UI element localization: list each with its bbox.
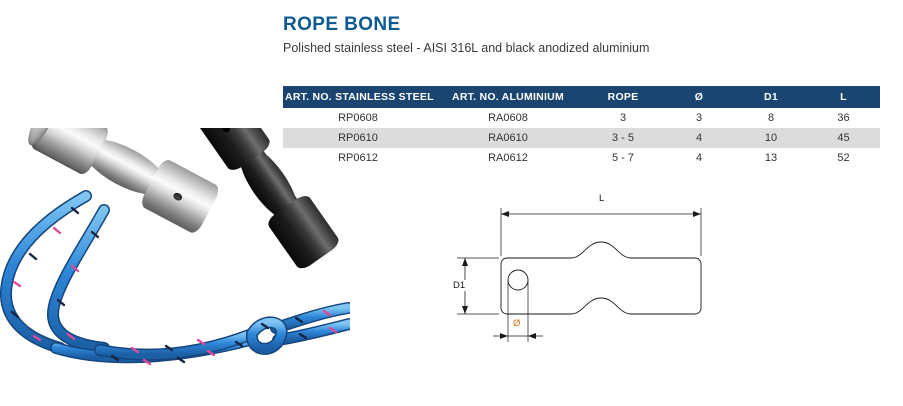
- cell-d1: 10: [735, 128, 807, 148]
- d1-arrow-bottom: [462, 306, 468, 314]
- cell-diameter: 4: [663, 148, 735, 168]
- cell-l: 45: [807, 128, 880, 148]
- table-row: RP0610 RA0610 3 - 5 4 10 45: [283, 128, 880, 148]
- dimension-label-hole-diameter: Ø: [511, 318, 523, 329]
- cell-art-no-stainless-steel: RP0608: [283, 108, 433, 128]
- column-header-d1: D1: [735, 86, 807, 108]
- specification-table: ART. NO. STAINLESS STEEL ART. NO. ALUMIN…: [283, 86, 880, 168]
- dimension-label-d1: D1: [451, 280, 468, 291]
- hole-arrow-left: [500, 333, 508, 339]
- table-row: RP0612 RA0612 5 - 7 4 13 52: [283, 148, 880, 168]
- cell-diameter: 4: [663, 128, 735, 148]
- bone-profile-outline: [500, 241, 702, 315]
- hole-arrow-right: [528, 333, 536, 339]
- technical-drawing-svg: [457, 208, 702, 342]
- table-row: RP0608 RA0608 3 3 8 36: [283, 108, 880, 128]
- column-header-rope: ROPE: [583, 86, 663, 108]
- cell-rope: 3 - 5: [583, 128, 663, 148]
- column-header-art-no-stainless-steel: ART. NO. STAINLESS STEEL: [283, 86, 433, 108]
- product-header: ROPE BONE Polished stainless steel - AIS…: [283, 14, 883, 57]
- dimension-label-length: L: [597, 193, 607, 204]
- cell-rope: 3: [583, 108, 663, 128]
- table-header-row: ART. NO. STAINLESS STEEL ART. NO. ALUMIN…: [283, 86, 880, 108]
- cell-diameter: 3: [663, 108, 735, 128]
- cell-d1: 8: [735, 108, 807, 128]
- rope-illustration: [0, 190, 350, 366]
- cell-art-no-stainless-steel: RP0612: [283, 148, 433, 168]
- page-title: ROPE BONE: [283, 14, 401, 35]
- cell-rope: 5 - 7: [583, 148, 663, 168]
- column-header-diameter: Ø: [663, 86, 735, 108]
- cell-art-no-aluminium: RA0610: [433, 128, 583, 148]
- l-arrow-left: [501, 211, 509, 217]
- l-arrow-right: [693, 211, 701, 217]
- cell-art-no-aluminium: RA0612: [433, 148, 583, 168]
- d1-arrow-top: [462, 258, 468, 266]
- cell-l: 36: [807, 108, 880, 128]
- product-subtitle: Polished stainless steel - AISI 316L and…: [283, 41, 650, 55]
- column-header-l: L: [807, 86, 880, 108]
- cell-art-no-stainless-steel: RP0610: [283, 128, 433, 148]
- cell-art-no-aluminium: RA0608: [433, 108, 583, 128]
- hole-circle: [507, 269, 529, 291]
- technical-drawing: L D1 Ø: [451, 190, 730, 365]
- cell-d1: 13: [735, 148, 807, 168]
- product-photo: [0, 128, 350, 406]
- column-header-art-no-aluminium: ART. NO. ALUMINIUM: [433, 86, 583, 108]
- cell-l: 52: [807, 148, 880, 168]
